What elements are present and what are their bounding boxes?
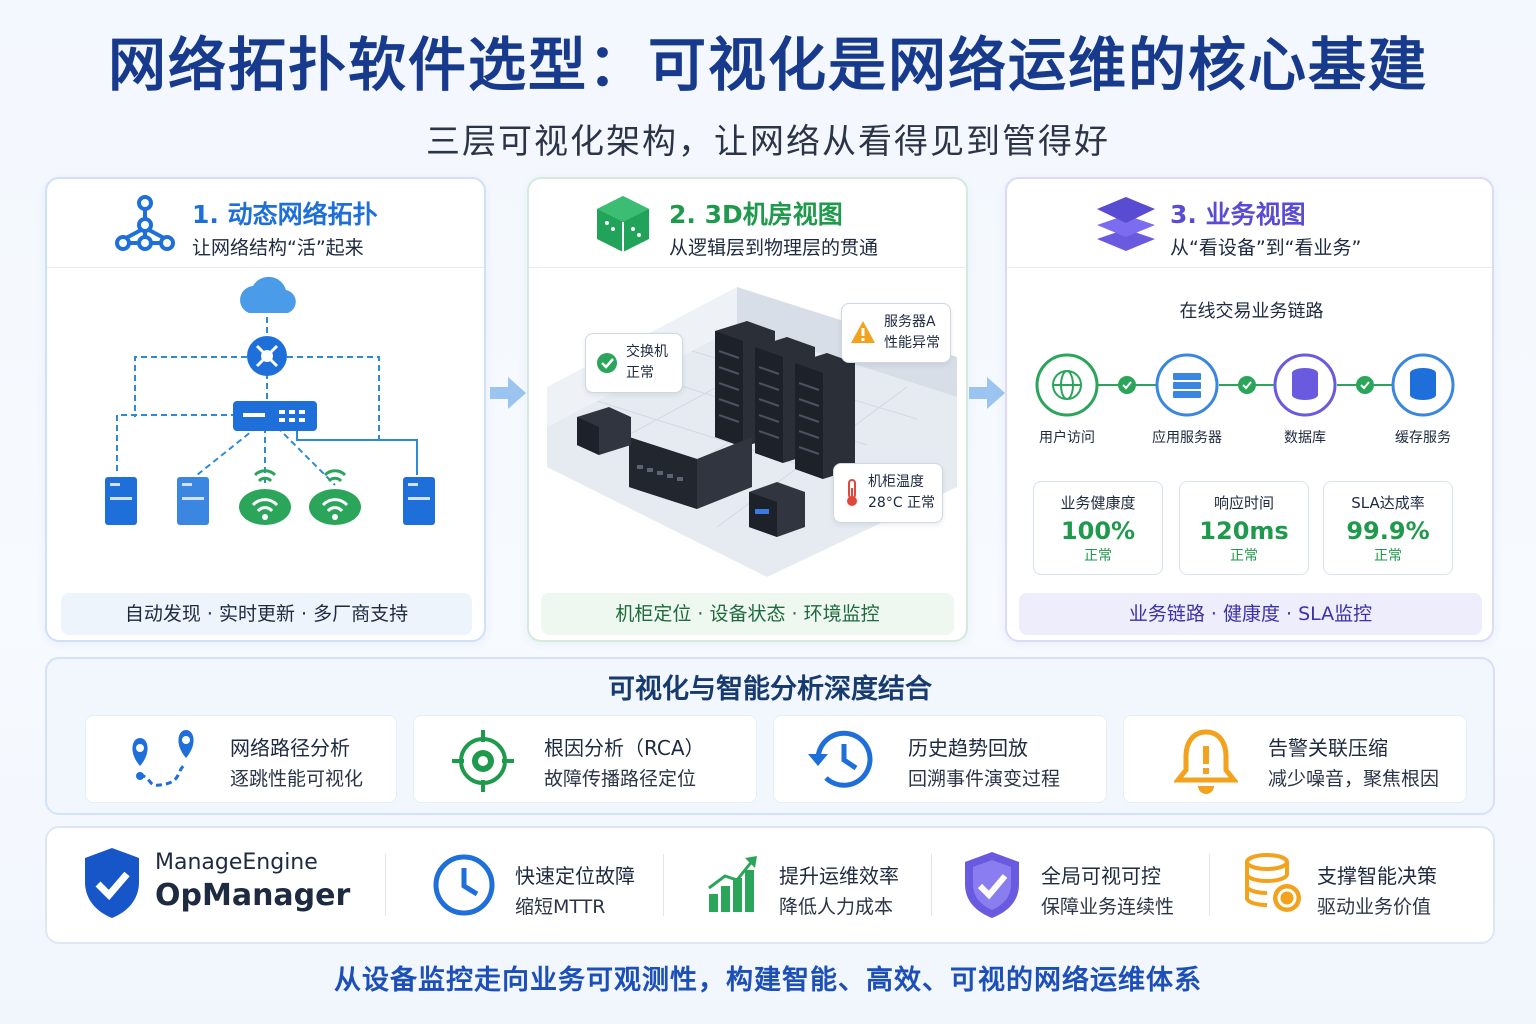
benefit-sub: 保障业务连续性 — [1041, 896, 1175, 918]
panel1-footer: 自动发现 · 实时更新 · 多厂商支持 — [61, 593, 472, 635]
band-title: 可视化与智能分析深度结合 — [608, 674, 932, 705]
feature-title: 告警关联压缩 — [1268, 736, 1388, 760]
brand-line1: ManageEngine — [155, 850, 318, 875]
target-icon — [452, 730, 514, 792]
feature-card: 告警关联压缩 减少噪音，聚焦根因 — [1123, 715, 1467, 803]
shield-check-icon — [965, 852, 1019, 918]
check-circle-icon — [597, 353, 617, 373]
topology-icon — [115, 195, 175, 251]
thermometer-icon — [847, 479, 857, 506]
chain-node-label: 缓存服务 — [1395, 430, 1451, 446]
panel2-footer: 机柜定位 · 设备状态 · 环境监控 — [541, 593, 954, 635]
panel1-subtitle: 让网络结构“活”起来 — [192, 237, 364, 259]
shield-check-icon — [85, 848, 139, 918]
panel-dynamic-topology: 1. 动态网络拓扑 让网络结构“活”起来 自动发现 · — [45, 177, 486, 642]
panel-3d-room: 2. 3D机房视图 从逻辑层到物理层的贯通 — [527, 177, 968, 642]
footer-tagline: 从设备监控走向业务可观测性，构建智能、高效、可视的网络运维体系 — [334, 965, 1202, 996]
growth-chart-icon — [708, 856, 757, 912]
benefit-title: 支撑智能决策 — [1317, 864, 1437, 888]
panel1-title: 1. 动态网络拓扑 — [192, 200, 378, 229]
route-pin-icon — [132, 730, 194, 787]
benefit-sub: 驱动业务价值 — [1317, 896, 1432, 918]
metric-status: 正常 — [1084, 548, 1112, 564]
panel2-title: 2. 3D机房视图 — [669, 200, 843, 229]
business-chain — [1035, 353, 1455, 417]
feature-sub: 故障传播路径定位 — [544, 768, 697, 790]
feature-sub: 减少噪音，聚焦根因 — [1268, 768, 1440, 790]
history-icon — [808, 730, 873, 788]
chain-node-label: 应用服务器 — [1152, 430, 1222, 446]
callout-switch: 交换机 正常 — [585, 333, 683, 393]
metric-label: 响应时间 — [1213, 494, 1274, 512]
metric-label: SLA达成率 — [1351, 494, 1425, 512]
callout-temperature: 机柜温度 28°C 正常 — [833, 463, 943, 523]
feature-card: 历史趋势回放 回溯事件演变过程 — [773, 715, 1107, 803]
bell-alert-icon — [1174, 729, 1238, 794]
warning-icon — [851, 321, 875, 343]
analysis-band: 可视化与智能分析深度结合 网络路径分析 逐跳性能可视化 根因分析（RCA） 故障… — [45, 657, 1495, 815]
cube-icon — [597, 196, 649, 252]
clock-icon — [433, 854, 495, 916]
benefit-title: 快速定位故障 — [515, 864, 635, 888]
layers-icon — [1097, 197, 1155, 251]
metric-card: 业务健康度 100% 正常 — [1033, 481, 1163, 575]
benefit-sub: 缩短MTTR — [515, 896, 606, 918]
coins-icon — [1245, 853, 1301, 912]
feature-sub: 回溯事件演变过程 — [908, 768, 1061, 790]
benefit-title: 全局可视可控 — [1041, 864, 1161, 888]
metric-value: 100% — [1060, 517, 1136, 545]
panel3-subtitle: 从“看设备”到“看业务” — [1170, 237, 1362, 259]
metric-value: 99.9% — [1346, 517, 1430, 545]
callout-switch-line2: 正常 — [626, 365, 654, 381]
metric-card: SLA达成率 99.9% 正常 — [1323, 481, 1453, 575]
metric-status: 正常 — [1230, 548, 1258, 564]
callout-temp-line2: 28°C 正常 — [868, 495, 936, 511]
metric-label: 业务健康度 — [1060, 494, 1136, 512]
panel3-title: 3. 业务视图 — [1170, 200, 1306, 229]
feature-title: 根因分析（RCA） — [544, 736, 705, 760]
benefits-bar: ManageEngine OpManager 快速定位故障 缩短MTTR 提升运… — [45, 826, 1495, 944]
metric-card: 响应时间 120ms 正常 — [1179, 481, 1309, 575]
page-subtitle: 三层可视化架构，让网络从看得见到管得好 — [426, 122, 1110, 162]
page-title: 网络拓扑软件选型：可视化是网络运维的核心基建 — [107, 31, 1428, 99]
benefit-title: 提升运维效率 — [779, 864, 899, 888]
topology-diagram — [105, 276, 435, 525]
panel2-subtitle: 从逻辑层到物理层的贯通 — [669, 237, 879, 259]
benefit-sub: 降低人力成本 — [779, 896, 894, 918]
feature-card: 根因分析（RCA） 故障传播路径定位 — [413, 715, 757, 803]
callout-temp-line1: 机柜温度 — [868, 474, 924, 490]
chain-node-label: 数据库 — [1284, 430, 1326, 446]
callout-server-line2: 性能异常 — [884, 335, 940, 351]
feature-title: 历史趋势回放 — [908, 736, 1028, 760]
metric-value: 120ms — [1199, 517, 1289, 545]
metric-status: 正常 — [1374, 548, 1402, 564]
brand-line2: OpManager — [155, 878, 351, 913]
feature-sub: 逐跳性能可视化 — [230, 768, 364, 790]
arrow-right-icon — [969, 377, 1005, 409]
chain-node-label: 用户访问 — [1039, 430, 1095, 446]
callout-server-line1: 服务器A — [884, 314, 936, 330]
panel3-footer: 业务链路 · 健康度 · SLA监控 — [1019, 593, 1482, 635]
feature-title: 网络路径分析 — [230, 736, 350, 760]
business-chain-title: 在线交易业务链路 — [1179, 301, 1324, 322]
panel-business-view: 3. 业务视图 从“看设备”到“看业务” 在线交易业务链路 用户访问 应用服务器… — [1005, 177, 1494, 642]
arrow-right-icon — [490, 377, 526, 409]
callout-server-alert: 服务器A 性能异常 — [841, 303, 951, 363]
callout-switch-line1: 交换机 — [626, 344, 668, 360]
feature-card: 网络路径分析 逐跳性能可视化 — [85, 715, 397, 803]
